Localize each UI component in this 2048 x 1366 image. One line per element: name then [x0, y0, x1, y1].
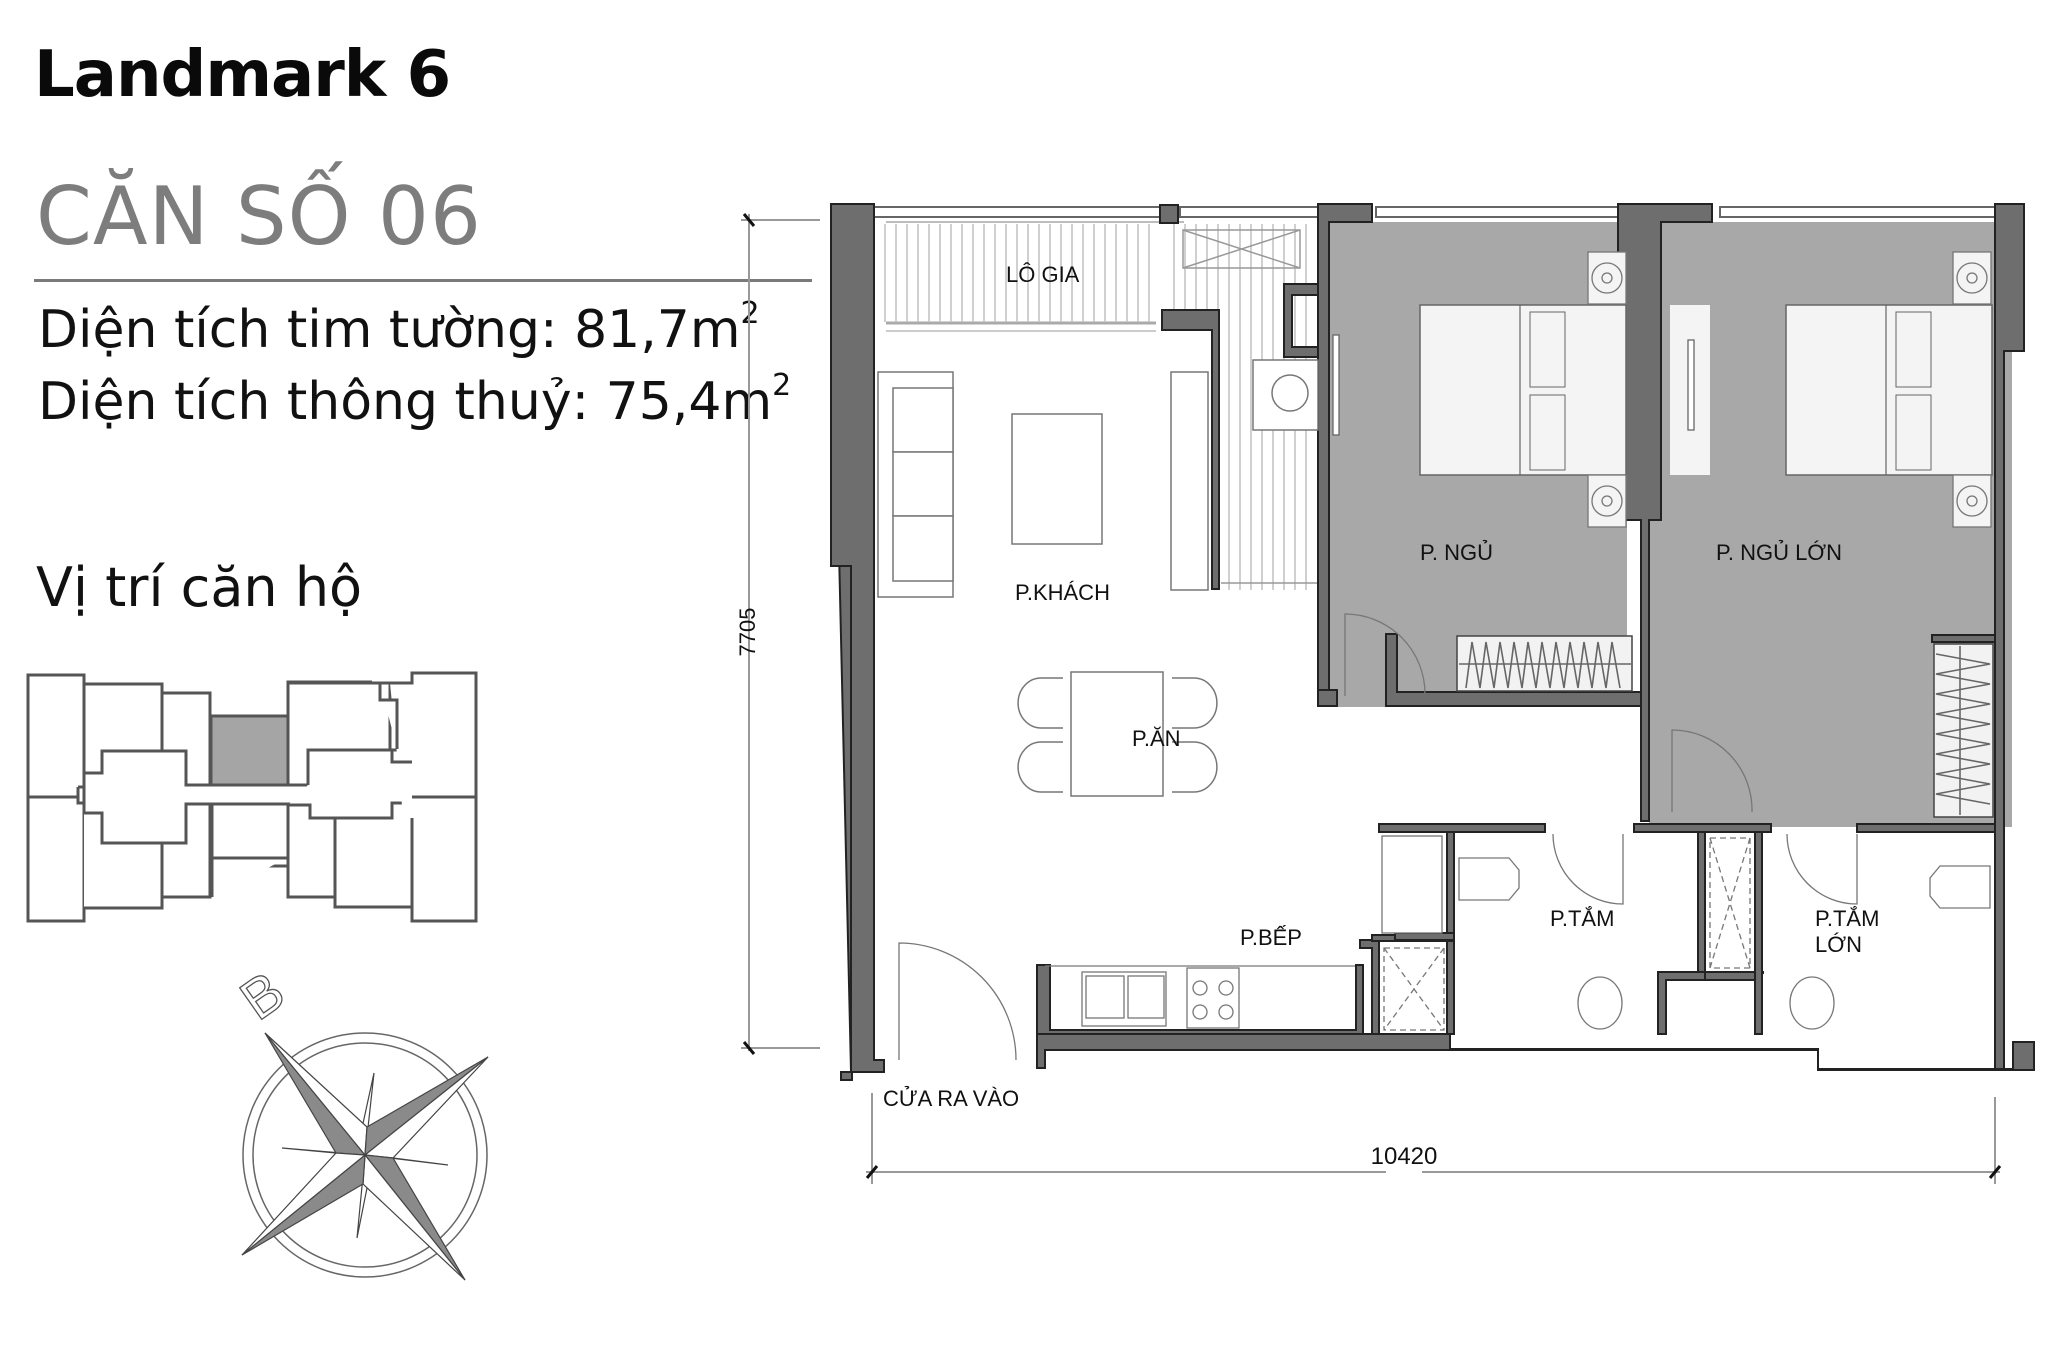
wall-center-area-value: 81,7m	[574, 300, 741, 360]
bathroom-fixtures	[1383, 837, 1991, 1031]
dimension-height: 7705	[735, 608, 760, 657]
door-swings	[898, 613, 1858, 1061]
windows	[873, 206, 1996, 218]
dimension-ticks	[742, 213, 2002, 1179]
compass-star	[241, 1032, 489, 1281]
basin	[1577, 976, 1623, 1030]
beds	[1419, 304, 1993, 476]
compass-inner-ring	[252, 1042, 478, 1268]
label-bathroom: P.TẮM	[1550, 906, 1614, 931]
clear-area-value: 75,4m	[605, 372, 773, 432]
tv-console	[1170, 371, 1209, 591]
clear-area-label: Diện tích thông thuỷ:	[38, 372, 606, 432]
dimension-width: 10420	[1371, 1143, 1438, 1170]
living-furniture	[877, 359, 1319, 598]
room-labels: LÔ GIA P.KHÁCH P.ĂN P.BẾP P. NGỦ P. NGỦ …	[883, 262, 1879, 1111]
wall-center-area-label: Diện tích tim tường:	[38, 300, 575, 360]
clear-area: Diện tích thông thuỷ: 75,4m2	[38, 368, 791, 432]
location-heading: Vị trí căn hộ	[36, 556, 363, 619]
service-loggia-storage	[1182, 229, 1318, 584]
bed-master	[1785, 304, 1993, 476]
label-bedroom: P. NGỦ	[1420, 540, 1493, 565]
cooktop	[1186, 967, 1240, 1029]
building-name: Landmark 6	[34, 38, 451, 112]
key-plan-outline	[26, 671, 478, 923]
refrigerator	[1381, 835, 1443, 934]
toilet-master	[1929, 865, 1991, 909]
label-master-bedroom: P. NGỦ LỚN	[1716, 540, 1842, 565]
unit-title: CĂN SỐ 06	[36, 170, 482, 263]
toilet	[1458, 857, 1520, 901]
wall-center-area: Diện tích tim tường: 81,7m2	[38, 296, 760, 360]
compass-outer-ring	[242, 1032, 488, 1278]
label-living: P.KHÁCH	[1015, 580, 1110, 605]
kitchen-fixtures	[1045, 835, 1443, 1029]
label-master-bathroom-2: LỚN	[1815, 932, 1862, 957]
label-entrance: CỬA RA VÀO	[883, 1086, 1019, 1111]
walls	[829, 203, 2035, 1081]
basin-master	[1789, 976, 1835, 1030]
label-dining: P.ĂN	[1132, 726, 1181, 751]
dining-set	[1017, 671, 1218, 797]
label-kitchen: P.BẾP	[1240, 925, 1302, 950]
apartment-highlight	[209, 714, 290, 787]
label-loggia: LÔ GIA	[1006, 262, 1080, 287]
compass-rose: B	[228, 958, 489, 1281]
loggia-floor-hatch	[886, 221, 1184, 332]
dimension-lines	[741, 214, 2000, 1184]
nightstands	[1587, 251, 1992, 528]
building-key-plan	[26, 671, 478, 923]
coffee-table	[1011, 413, 1103, 545]
wall-center-area-unit-exponent: 2	[740, 296, 760, 331]
entrance-door[interactable]	[898, 942, 1017, 1061]
bed-bedroom	[1419, 304, 1627, 476]
wardrobe-hangers	[1459, 641, 1991, 815]
clear-area-unit-exponent: 2	[772, 368, 792, 403]
dining-table	[1070, 671, 1164, 797]
title-divider	[34, 279, 812, 282]
label-master-bathroom-1: P.TẮM	[1815, 906, 1879, 931]
